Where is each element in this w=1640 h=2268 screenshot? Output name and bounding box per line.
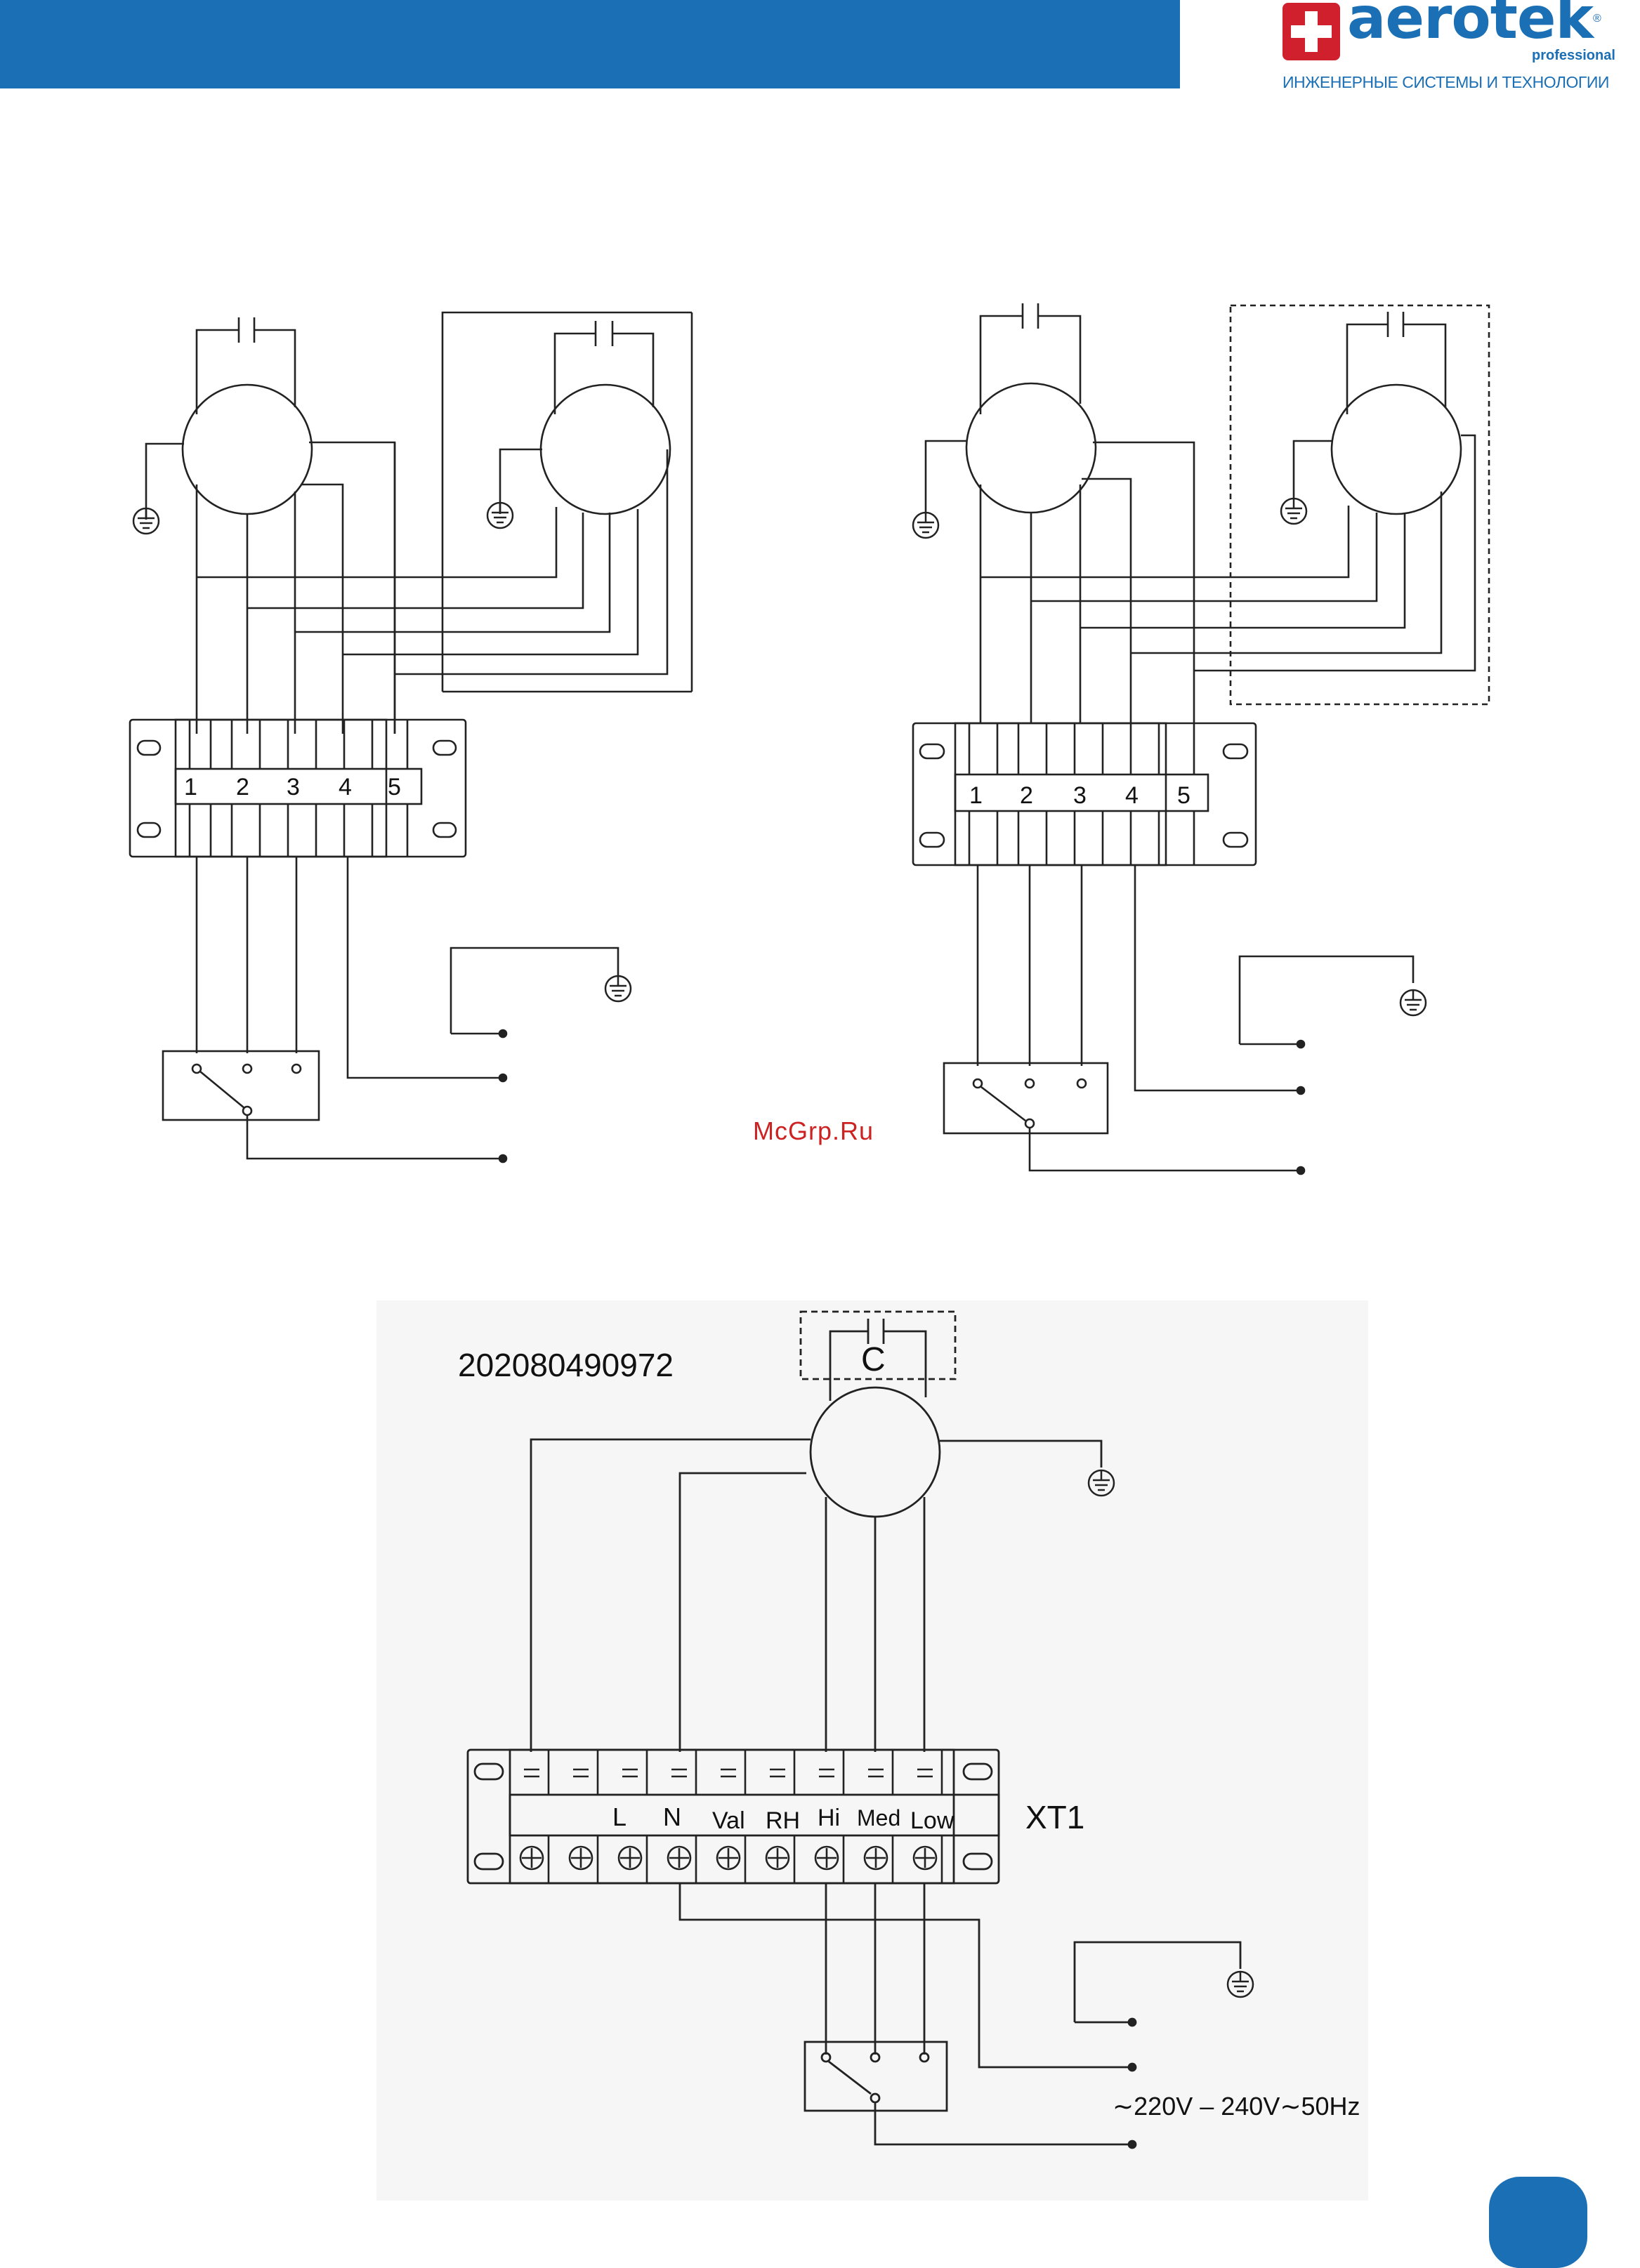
ground-icon (487, 503, 513, 528)
motor-2-symbol (541, 385, 670, 514)
motor-1-symbol (966, 383, 1096, 513)
terminal-label: 5 (388, 774, 401, 800)
terminal-label: 4 (339, 774, 352, 800)
supply-voltage-label: ∼220V – 240V∼50Hz (1113, 2092, 1360, 2121)
capacitor-label: C (861, 1341, 886, 1378)
ground-icon (133, 508, 159, 534)
left-wiring-diagram (130, 312, 692, 1162)
terminal-block-label: XT1 (1025, 1799, 1084, 1835)
watermark: McGrp.Ru (753, 1116, 874, 1146)
terminal-label-med: Med (857, 1805, 900, 1831)
ground-icon (1400, 990, 1426, 1015)
terminal-label: 2 (236, 774, 249, 800)
ground-icon (1281, 499, 1306, 524)
right-terminal-labels: 1 2 3 4 5 (969, 782, 1190, 809)
terminal-label-hi: Hi (818, 1805, 840, 1831)
terminal-label: 2 (1020, 782, 1033, 809)
terminal-label: 3 (1073, 782, 1087, 809)
right-wiring-diagram (913, 303, 1489, 1174)
terminal-label-rh: RH (766, 1807, 800, 1834)
model-code: 202080490972 (458, 1347, 674, 1383)
speed-switch-left (163, 1051, 319, 1120)
terminal-label-n: N (663, 1802, 681, 1831)
left-terminal-labels: 1 2 3 4 5 (184, 774, 401, 800)
terminal-label-l: L (612, 1802, 627, 1831)
terminal-label-low: Low (910, 1807, 955, 1834)
terminal-label: 1 (969, 782, 983, 809)
terminal-label: 3 (287, 774, 300, 800)
terminal-label: 1 (184, 774, 197, 800)
terminal-label-val: Val (712, 1807, 745, 1834)
ground-icon (605, 976, 631, 1001)
terminal-label: 5 (1177, 782, 1190, 809)
terminal-label: 4 (1125, 782, 1139, 809)
page-number-badge (1489, 2177, 1587, 2268)
motor-1-symbol (183, 385, 312, 514)
ground-icon (913, 513, 938, 538)
